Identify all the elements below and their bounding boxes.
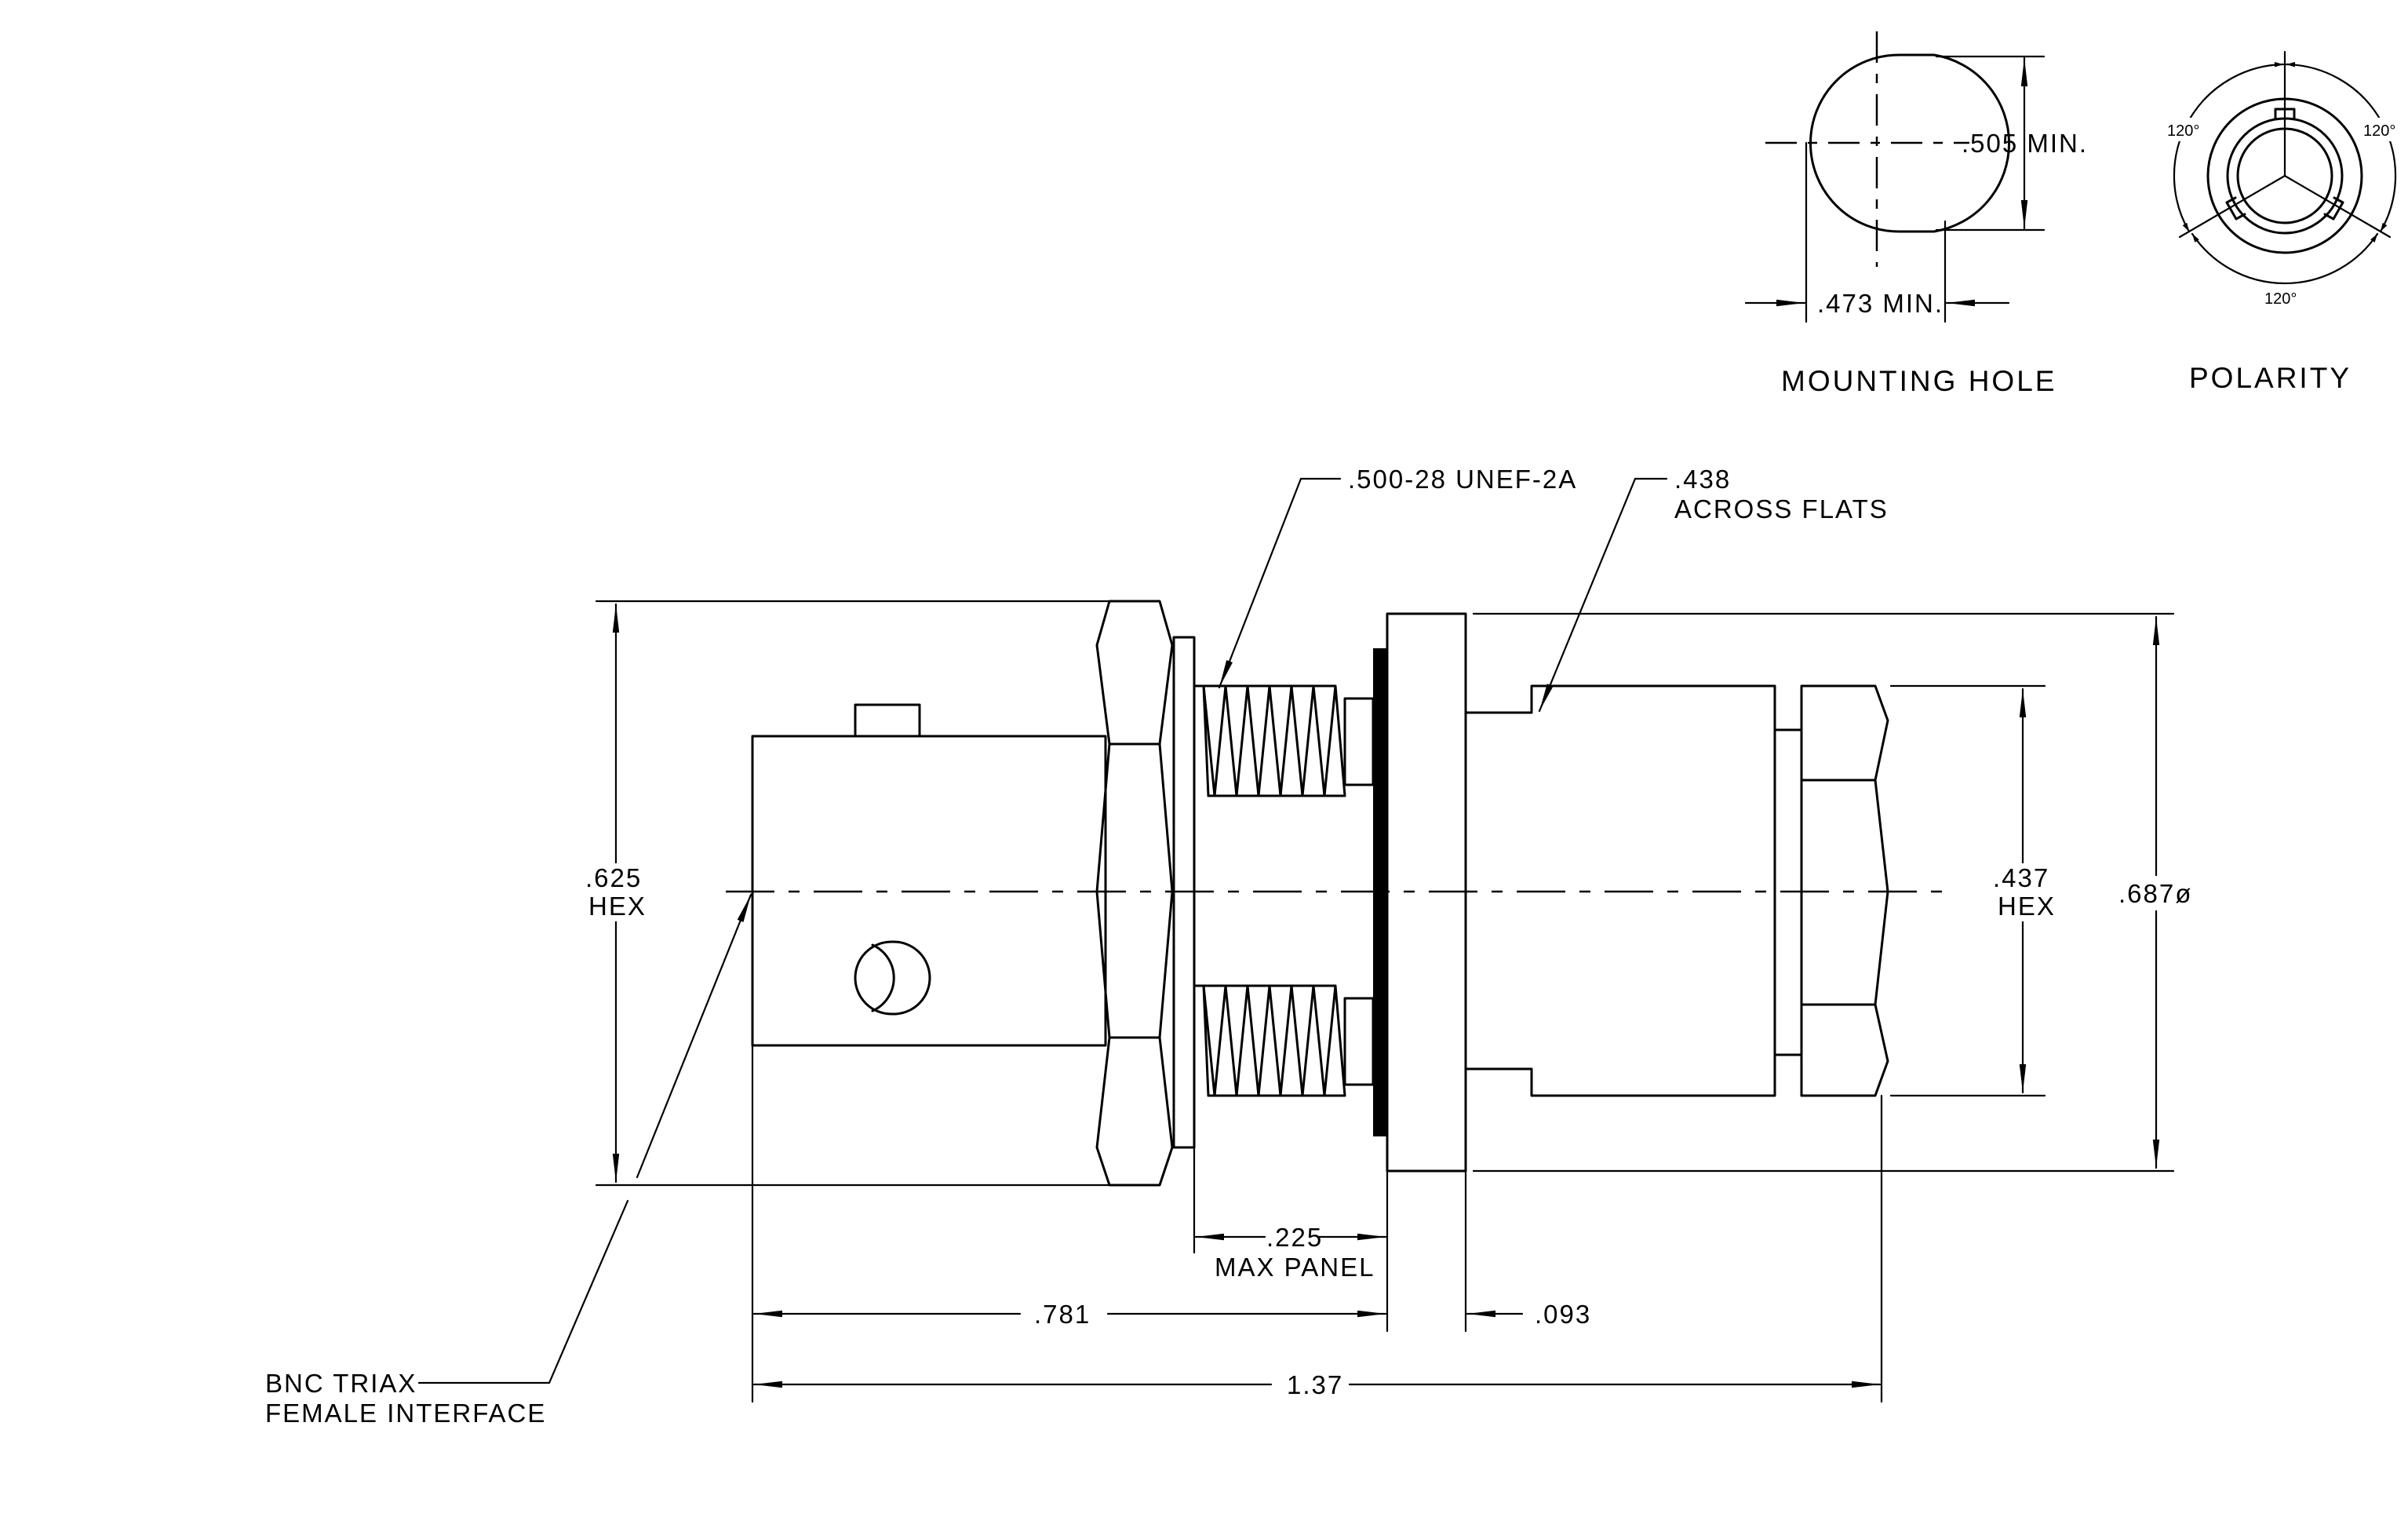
hole-width-dim: .473 MIN. [1817,289,1944,318]
thread-top [1193,684,1346,797]
side-view-dimensions: .625 HEX .687ø .437 HEX .225 MAX PANEL .… [581,600,2202,1403]
flats-leader [1538,477,1668,713]
flats-callout-value: .438 [1674,465,1731,494]
overall-length-dim: 1.37 [1287,1370,1343,1399]
thread-callout: .500-28 UNEF-2A [1348,465,1577,494]
polarity-angle-left: 120° [2167,122,2199,140]
flange-dia-dim: .687ø [2118,879,2192,908]
polarity-title: POLARITY [2189,362,2352,394]
interface-leader [417,1199,629,1384]
rear-hex-dim-label: HEX [1998,892,2056,921]
bnc-stud-side [854,940,931,1016]
rear-hex-dim-value: .437 [1993,863,2049,892]
callouts: .500-28 UNEF-2A .438 ACROSS FLATS BNC TR… [265,465,1889,1428]
bnc-bayonet-stud-top [854,703,921,738]
polarity-angle-bottom: 120° [2264,290,2297,308]
connector-side-view [726,600,1946,1187]
mounting-hole-outline [1809,53,2010,233]
rear-hex-nut [1800,684,1889,1097]
mounting-hole-title: MOUNTING HOLE [1781,365,2056,397]
thread-leader [1218,477,1342,689]
front-hex-nut [1095,600,1174,1187]
mounting-hole-view: .505 MIN. .473 MIN. MOUNTING HOLE [1744,31,2088,397]
front-length-dim: .781 [1034,1300,1091,1329]
panel-dim-value: .225 [1266,1223,1323,1252]
front-hex-dim-label: HEX [588,892,647,921]
polarity-view: 120° 120° 120° POLARITY [2166,50,2404,394]
flats-callout-label: ACROSS FLATS [1674,494,1889,523]
interface-callout-line1: BNC TRIAX [265,1369,417,1398]
hole-height-dim: .505 MIN. [1962,129,2088,158]
thread-relief-bottom [1343,997,1375,1086]
polarity-angle-right: 120° [2363,122,2395,140]
front-hex-dim-value: .625 [585,863,642,892]
panel-dim-label: MAX PANEL [1215,1253,1375,1282]
thread-bottom [1193,984,1346,1097]
flange-thickness-dim: .093 [1535,1300,1591,1329]
interface-callout-line2: FEMALE INTERFACE [265,1399,546,1428]
thread-relief-top [1343,697,1375,786]
